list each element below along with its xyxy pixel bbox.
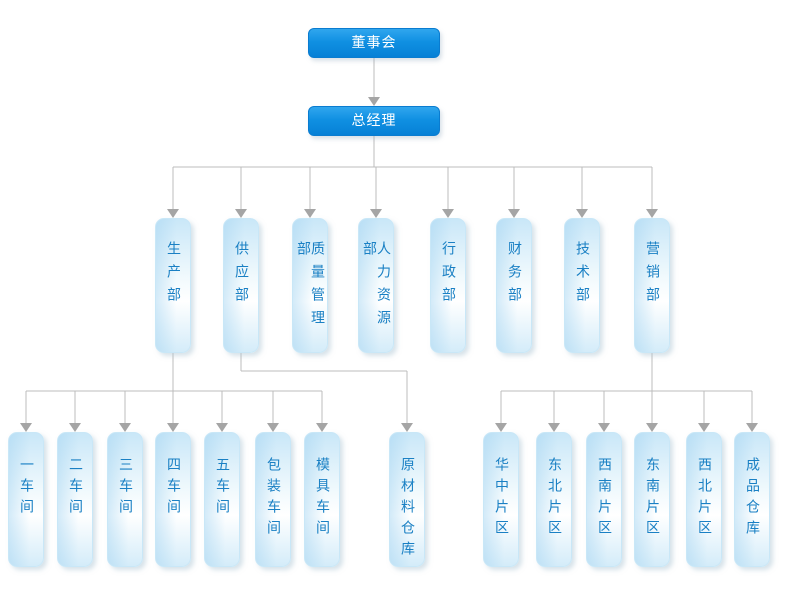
arrow-down-icon	[598, 423, 610, 432]
arrow-down-icon	[576, 209, 588, 218]
org-node-board[interactable]: 董事会	[308, 28, 440, 58]
org-node-label: 财务部	[506, 241, 522, 310]
org-node-general-manager[interactable]: 总经理	[308, 106, 440, 136]
arrow-down-icon	[698, 423, 710, 432]
arrow-down-icon	[746, 423, 758, 432]
arrow-down-icon	[69, 423, 81, 432]
org-node-workshop-5[interactable]: 五车间	[204, 432, 240, 567]
org-node-workshop-1[interactable]: 一车间	[8, 432, 44, 567]
org-node-label: 供应部	[233, 241, 249, 310]
arrow-down-icon	[368, 97, 380, 106]
org-node-label: 东南片区	[644, 457, 660, 541]
org-node-finished-goods-warehouse[interactable]: 成品仓库	[734, 432, 770, 567]
org-node-label: 生产部	[165, 241, 181, 310]
org-node-label: 一车间	[18, 457, 34, 520]
org-node-label: 总经理	[351, 113, 397, 129]
org-node-northwest-region[interactable]: 西北片区	[686, 432, 722, 567]
arrow-down-icon	[646, 209, 658, 218]
arrow-down-icon	[370, 209, 382, 218]
org-node-mold-workshop[interactable]: 模具车间	[304, 432, 340, 567]
arrow-down-icon	[508, 209, 520, 218]
org-node-workshop-3[interactable]: 三车间	[107, 432, 143, 567]
org-node-marketing-dept[interactable]: 营销部	[634, 218, 670, 353]
org-node-administration-dept[interactable]: 行政部	[430, 218, 466, 353]
org-node-label: 质量管理部	[295, 241, 325, 333]
org-node-packaging-workshop[interactable]: 包装车间	[255, 432, 291, 567]
org-node-workshop-2[interactable]: 二车间	[57, 432, 93, 567]
arrow-down-icon	[495, 423, 507, 432]
org-node-finance-dept[interactable]: 财务部	[496, 218, 532, 353]
arrow-down-icon	[235, 209, 247, 218]
org-node-label: 五车间	[214, 457, 230, 520]
org-node-southeast-region[interactable]: 东南片区	[634, 432, 670, 567]
org-node-label: 行政部	[440, 241, 456, 310]
org-node-label: 东北片区	[546, 457, 562, 541]
org-node-supply-dept[interactable]: 供应部	[223, 218, 259, 353]
org-node-label: 成品仓库	[744, 457, 760, 541]
org-node-label: 华中片区	[493, 457, 509, 541]
org-node-label: 人力资源部	[361, 241, 391, 333]
org-node-label: 西北片区	[696, 457, 712, 541]
org-node-label: 技术部	[574, 241, 590, 310]
arrow-down-icon	[646, 423, 658, 432]
org-node-central-china-region[interactable]: 华中片区	[483, 432, 519, 567]
arrow-down-icon	[442, 209, 454, 218]
org-node-label: 营销部	[644, 241, 660, 310]
arrow-down-icon	[167, 209, 179, 218]
org-node-southwest-region[interactable]: 西南片区	[586, 432, 622, 567]
arrow-down-icon	[304, 209, 316, 218]
arrow-down-icon	[216, 423, 228, 432]
org-node-label: 四车间	[165, 457, 181, 520]
org-node-human-resources-dept[interactable]: 人力资源部	[358, 218, 394, 353]
org-node-label: 模具车间	[314, 457, 330, 541]
org-node-quality-management-dept[interactable]: 质量管理部	[292, 218, 328, 353]
arrow-down-icon	[167, 423, 179, 432]
arrow-down-icon	[20, 423, 32, 432]
org-node-workshop-4[interactable]: 四车间	[155, 432, 191, 567]
org-node-northeast-region[interactable]: 东北片区	[536, 432, 572, 567]
org-node-raw-material-warehouse[interactable]: 原材料仓库	[389, 432, 425, 567]
arrow-down-icon	[316, 423, 328, 432]
org-node-label: 三车间	[117, 457, 133, 520]
org-node-label: 二车间	[67, 457, 83, 520]
org-node-label: 原材料仓库	[399, 457, 415, 562]
org-node-label: 董事会	[351, 35, 397, 51]
org-node-label: 西南片区	[596, 457, 612, 541]
arrow-down-icon	[119, 423, 131, 432]
org-node-label: 包装车间	[265, 457, 281, 541]
org-node-production-dept[interactable]: 生产部	[155, 218, 191, 353]
arrow-down-icon	[401, 423, 413, 432]
arrow-down-icon	[548, 423, 560, 432]
org-node-technology-dept[interactable]: 技术部	[564, 218, 600, 353]
arrow-down-icon	[267, 423, 279, 432]
